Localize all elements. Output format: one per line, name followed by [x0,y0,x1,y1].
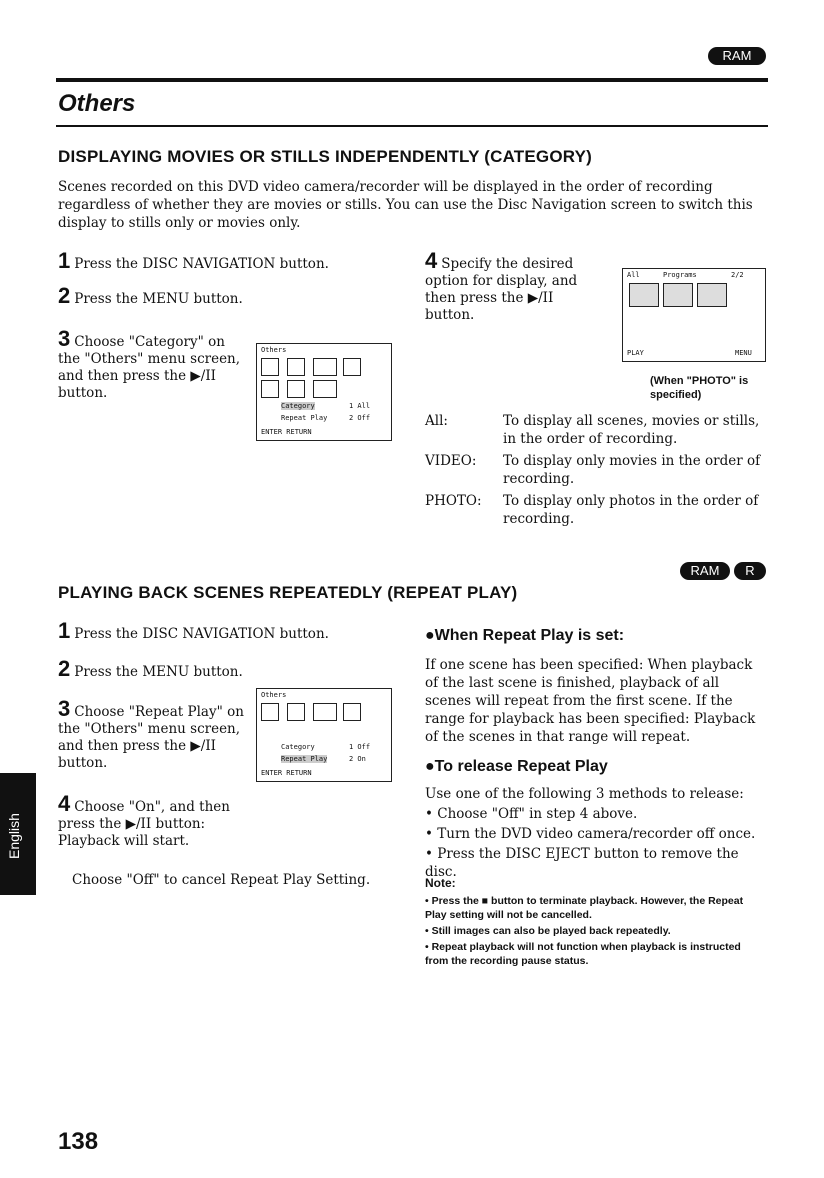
menu-icon-5 [261,380,279,398]
menu-row-2: Repeat Play [281,414,328,422]
repeat-menu-icon-1 [261,703,279,721]
release-item-3: • Press the DISC EJECT button to remove … [425,846,739,880]
release-heading: ●To release Repeat Play [425,758,608,775]
repeat-title: PLAYING BACK SCENES REPEATEDLY (REPEAT P… [58,583,518,602]
when-set-heading: ●When Repeat Play is set: [425,627,625,644]
photo-thumb-1 [629,283,659,307]
repeat-menu-icon-2 [287,703,305,721]
section-title: Others [58,90,136,117]
repeat-menu-row-2: Repeat Play [281,755,328,763]
menu-icon-2 [287,358,305,376]
option-all-desc: To display all scenes, movies or stills,… [503,413,760,447]
option-photo-label: PHOTO: [425,493,482,509]
ram-badge: RAM [708,47,766,65]
photo-screen-bottom-right: MENU [735,349,752,357]
repeat-menu-footer: ENTER RETURN [261,769,312,777]
note-item-1: • Press the ■ button to terminate playba… [425,895,744,921]
note-item-3: • Repeat playback will not function when… [425,941,741,967]
menu-row-1: Category [281,402,315,410]
menu-icon-4 [343,358,361,376]
note-item-2: • Still images can also be played back r… [425,925,671,937]
header-rule-top [56,78,768,82]
when-set-body: If one scene has been specified: When pl… [425,657,756,745]
release-item-1: • Choose "Off" in step 4 above. [425,806,638,822]
repeat-menu-row-2-value: 2 On [349,755,366,763]
category-title: DISPLAYING MOVIES OR STILLS INDEPENDENTL… [58,147,593,166]
photo-thumb-3 [697,283,727,307]
option-all-label: All: [425,413,448,429]
menu-footer: ENTER RETURN [261,428,312,436]
photo-screen-top-right: 2/2 [731,271,744,279]
photo-screen-top-left: All [627,271,640,279]
language-side-tab: English [0,773,36,895]
repeat-ram-badge: RAM [680,562,730,580]
header-rule-bottom [56,125,768,127]
menu-icon-1 [261,358,279,376]
page-number: 138 [58,1128,99,1155]
side-tab-label: English [6,813,22,859]
release-intro: Use one of the following 3 methods to re… [425,786,744,802]
menu-row-2-value: 2 Off [349,414,371,422]
menu-icon-3 [313,358,337,376]
repeat-menu-screen: Others Category 1 Off Repeat Play 2 On E… [256,688,392,782]
category-menu-screen: Others Category 1 All Repeat Play 2 Off … [256,343,392,441]
note-title: Note: [425,876,456,890]
repeat-menu-row-1-value: 1 Off [349,743,371,751]
release-item-2: • Turn the DVD video camera/recorder off… [425,826,756,842]
repeat-menu-row-1: Category [281,743,315,751]
photo-nav-screen: All Programs 2/2 PLAY MENU [622,268,766,362]
repeat-menu-icon-4 [343,703,361,721]
option-video-label: VIDEO: [425,453,477,469]
photo-screen-caption: (When "PHOTO" is specified) [650,375,749,401]
category-intro: Scenes recorded on this DVD video camera… [58,179,753,231]
menu-icon-7 [313,380,337,398]
repeat-cancel-text: Choose "Off" to cancel Repeat Play Setti… [72,872,371,888]
photo-thumb-2 [663,283,693,307]
photo-screen-bottom-left: PLAY [627,349,644,357]
menu-icon-6 [287,380,305,398]
option-video-desc: To display only movies in the order of r… [503,453,761,487]
menu-screen-title: Others [261,346,287,354]
repeat-menu-icon-3 [313,703,337,721]
photo-screen-top-mid: Programs [663,271,697,279]
repeat-menu-title: Others [261,691,287,699]
option-photo-desc: To display only photos in the order of r… [503,493,759,527]
repeat-r-badge: R [734,562,766,580]
menu-row-1-value: 1 All [349,402,371,410]
